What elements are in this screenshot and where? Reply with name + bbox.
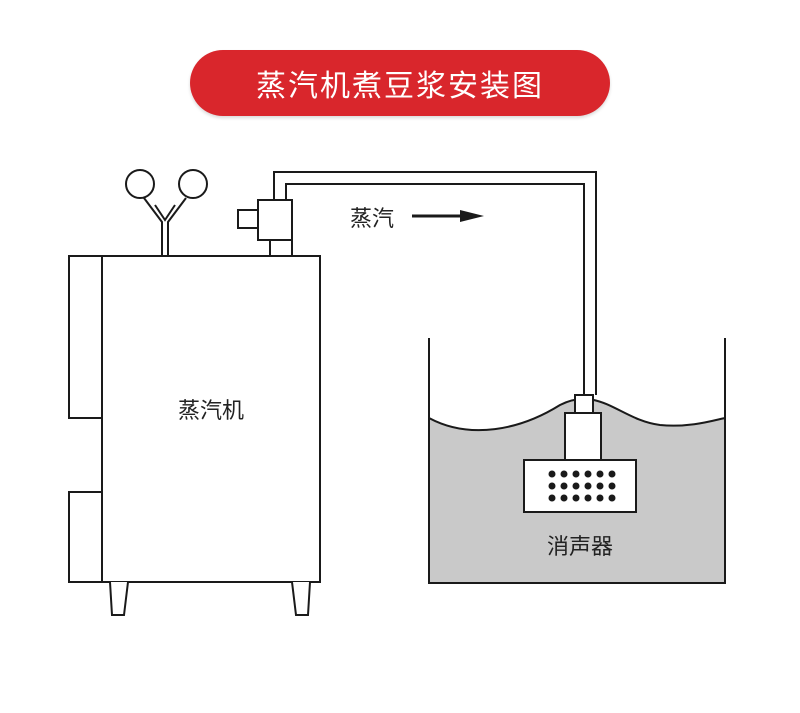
gauge-left-icon <box>125 169 155 199</box>
steam-valve-icon <box>237 199 293 257</box>
muffler-holes-icon <box>548 470 616 502</box>
steam-flow-label: 蒸汽 <box>350 207 394 232</box>
machine-side-panel-bottom <box>68 491 103 583</box>
gauge-right-icon <box>178 169 208 199</box>
muffler-label: 消声器 <box>547 535 613 560</box>
steam-machine-body <box>101 255 321 583</box>
steam-direction-arrow-icon <box>412 210 484 222</box>
muffler <box>523 394 637 513</box>
machine-leg-left <box>109 581 129 616</box>
steam-pipe <box>273 171 597 395</box>
title-banner: 蒸汽机煮豆浆安装图 <box>190 50 610 116</box>
pressure-gauges <box>125 169 208 256</box>
steam-machine-label: 蒸汽机 <box>178 399 244 424</box>
machine-side-panel-top <box>68 255 103 419</box>
tank <box>428 338 726 584</box>
machine-leg-right <box>291 581 311 616</box>
diagram-title: 蒸汽机煮豆浆安装图 <box>256 69 544 104</box>
